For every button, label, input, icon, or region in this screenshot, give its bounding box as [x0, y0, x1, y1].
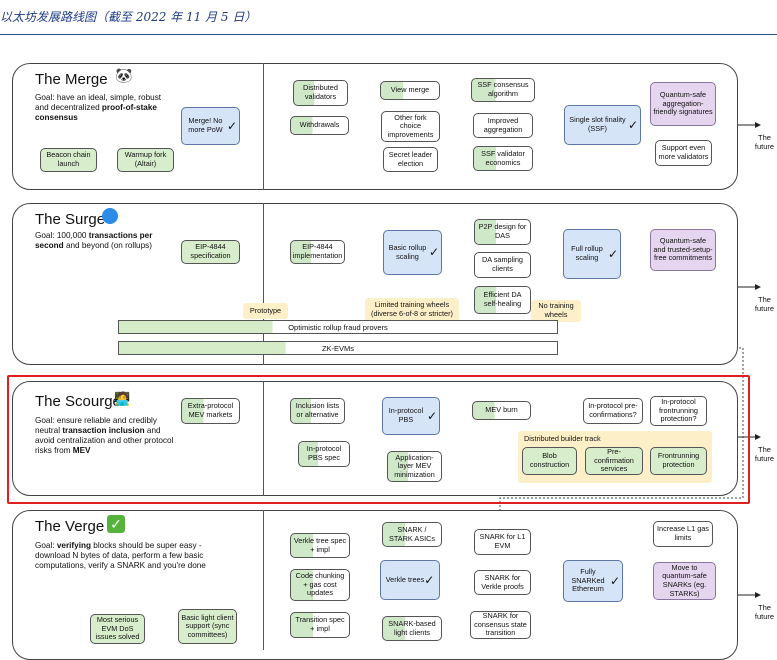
scourge-divider [263, 381, 264, 496]
blob-construction-box: Blob construction [522, 447, 577, 475]
check-icon: ✓ [627, 117, 638, 132]
ssf-box-label: Single slot finality (SSF) [569, 115, 626, 133]
merge-goal: Goal: have an ideal, simple, robust and … [35, 93, 162, 122]
secret-leader-box: Secret leader election [383, 147, 438, 172]
builder-track-label: Distributed builder track [524, 434, 601, 443]
prototype-label: Prototype [243, 303, 288, 319]
verkle-trees-label: Verkle trees [385, 574, 425, 584]
surge-wave-icon [102, 208, 118, 224]
panda-icon: 🐼 [115, 67, 133, 83]
fully-snarked-label: Fully SNARKed Ethereum [571, 567, 605, 594]
full-rollup-label: Full rollup scaling [571, 244, 603, 262]
checkmark-icon: ✓ [107, 515, 125, 533]
app-mev-box: Application-layer MEV minimization [387, 451, 442, 482]
page-header-title: 以太坊发展路线图（截至 2022 年 11 月 5 日） [0, 10, 257, 24]
zkevm-bar: ZK-EVMs [118, 341, 558, 355]
full-rollup-box: Full rollup scaling ✓ [563, 229, 621, 279]
withdrawals-box: Withdrawals [290, 116, 349, 135]
verge-goal: Goal: verifying blocks should be super e… [35, 541, 206, 570]
ssf-consensus-box: SSF consensus algorithm [471, 78, 535, 102]
optimistic-bar: Optimistic rollup fraud provers [118, 320, 558, 334]
scourge-future-label: The future [754, 445, 775, 463]
view-merge-box: View merge [380, 81, 440, 100]
snark-verkle-box: SNARK for Verkle proofs [474, 570, 531, 595]
quantum-signatures-box: Quantum-safe aggregation-friendly signat… [650, 82, 716, 126]
scourge-face-icon: 🧑‍💻 [114, 391, 131, 406]
basic-rollup-box: Basic rollup scaling ✓ [383, 230, 442, 275]
efficient-da-box: Efficient DA self-healing [474, 286, 531, 314]
frontrun-question-box: In-protocol frontrunning protection? [650, 396, 707, 426]
check-icon: ✓ [226, 118, 237, 133]
improved-aggregation-box: Improved aggregation [473, 113, 533, 138]
inclusion-lists-box: Inclusion lists or alternative [290, 398, 345, 424]
surge-divider [263, 203, 264, 365]
verge-divider [263, 510, 264, 650]
verge-future-label: The future [754, 603, 775, 621]
increase-gas-box: Increase L1 gas limits [653, 521, 713, 547]
light-client-box: Basic light client support (sync committ… [178, 609, 237, 644]
transition-spec-box: Transition spec + impl [290, 612, 350, 638]
verkle-spec-box: Verkle tree spec + impl [290, 533, 350, 558]
pbs-label: In-protocol PBS [388, 406, 424, 424]
beacon-chain-box: Beacon chain launch [40, 148, 97, 172]
surge-goal: Goal: 100,000 transactions per second an… [35, 231, 153, 250]
evm-dos-box: Most serious EVM DoS issues solved [90, 614, 145, 644]
snark-consensus-box: SNARK for consensus state transition [470, 611, 531, 639]
mev-burn-box: MEV burn [472, 401, 531, 420]
verkle-trees-box: Verkle trees ✓ [380, 560, 440, 600]
fork-choice-box: Other fork choice improvements [381, 111, 440, 142]
no-training-label: No training wheels [531, 300, 581, 322]
scourge-goal: Goal: ensure reliable and credibly neutr… [35, 416, 174, 455]
preconf-services-box: Pre-confirmation services [585, 447, 643, 475]
merge-future-label: The future [754, 133, 775, 151]
scourge-title: The Scourge [35, 393, 121, 410]
snark-asics-box: SNARK / STARK ASICs [382, 522, 442, 547]
snark-l1-box: SNARK for L1 EVM [474, 529, 531, 555]
check-icon: ✓ [428, 245, 439, 260]
ssf-validator-box: SSF validator economics [473, 146, 533, 171]
p2p-das-box: P2P design for DAS [474, 219, 531, 245]
pbs-spec-box: In-protocol PBS spec [298, 441, 350, 467]
da-sampling-box: DA sampling clients [474, 252, 531, 278]
surge-title: The Surge [35, 211, 106, 228]
preconf-question-box: In-protocol pre-confirmations? [583, 398, 643, 424]
surge-future-label: The future [754, 295, 775, 313]
code-chunking-box: Code chunking + gas cost updates [290, 569, 350, 601]
distributed-validators-box: Distributed validators [293, 80, 348, 106]
check-icon: ✓ [607, 246, 618, 261]
scourge-highlight-frame [7, 375, 750, 504]
check-icon: ✓ [609, 573, 620, 588]
merge-title: The Merge [35, 71, 108, 88]
merge-divider [263, 63, 264, 190]
check-icon: ✓ [424, 572, 435, 587]
verge-title: The Verge [35, 518, 105, 535]
warmup-fork-box: Warmup fork (Altair) [117, 148, 174, 172]
fully-snarked-box: Fully SNARKed Ethereum ✓ [563, 560, 623, 602]
extra-protocol-mev-box: Extra-protocol MEV markets [181, 398, 240, 424]
frontrunning-protection-box: Frontrunning protection [650, 447, 707, 475]
basic-rollup-label: Basic rollup scaling [388, 242, 427, 261]
quantum-commitments-box: Quantum-safe and trusted-setup-free comm… [650, 229, 716, 271]
eip4844-impl-box: EIP-4844 implementation [290, 240, 345, 264]
merge-box: Merge! No more PoW ✓ [181, 107, 240, 145]
limited-training-label: Limited training wheels (diverse 6-of-8 … [365, 298, 459, 322]
check-icon: ✓ [426, 408, 437, 423]
merge-box-label: Merge! No more PoW [188, 116, 223, 134]
ssf-box: Single slot finality (SSF) ✓ [564, 105, 641, 145]
in-protocol-pbs-box: In-protocol PBS ✓ [382, 397, 440, 435]
header-divider [0, 34, 777, 35]
eip4844-spec-box: EIP-4844 specification [181, 240, 240, 264]
snark-light-box: SNARK-based light clients [382, 616, 442, 641]
support-validators-box: Support even more validators [655, 140, 712, 166]
quantum-snarks-box: Move to quantum-safe SNARKs (eg. STARKs) [653, 562, 716, 600]
